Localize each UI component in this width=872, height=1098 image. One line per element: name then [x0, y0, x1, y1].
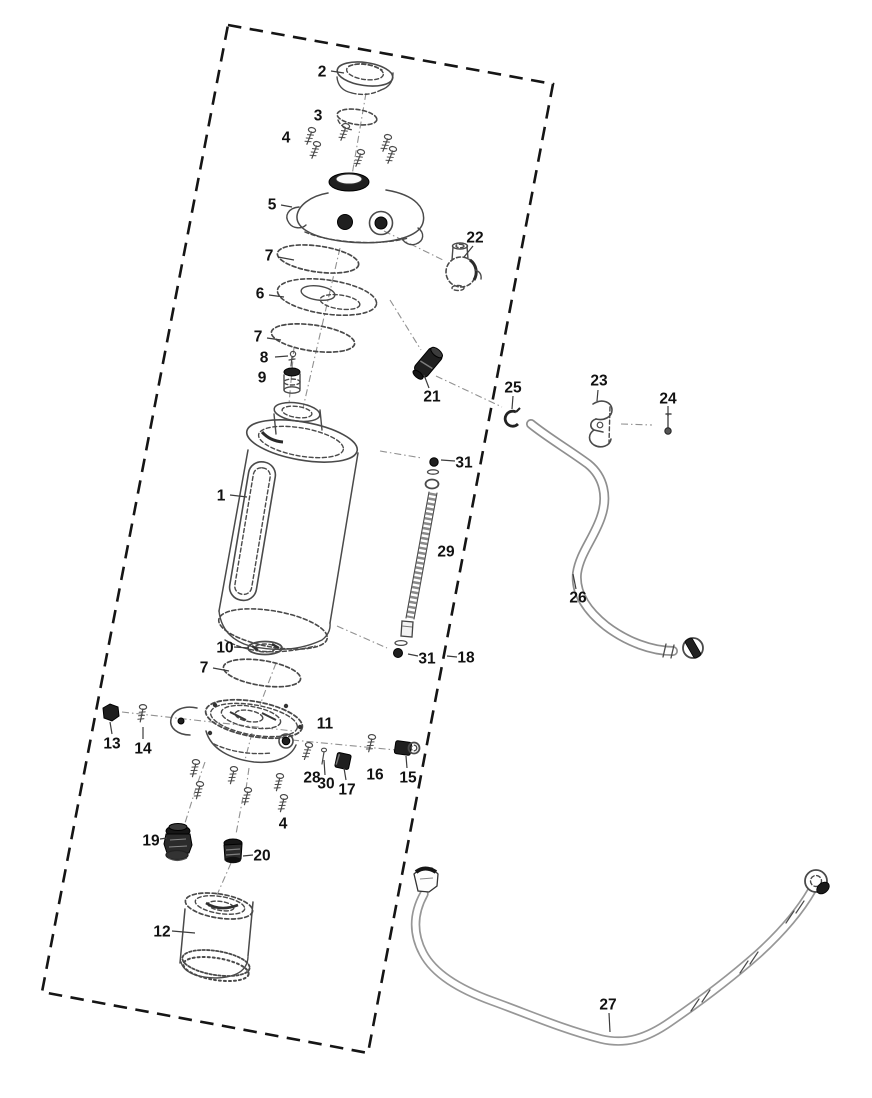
part-7-oring-lower	[222, 658, 302, 688]
part-label-3: 3	[314, 108, 323, 125]
part-leader-7	[277, 256, 295, 261]
part-leader-30	[323, 759, 326, 776]
part-7-oring-middle	[270, 323, 356, 353]
part-label-19: 19	[142, 833, 160, 850]
part-label-20: 20	[253, 848, 270, 865]
part-5-tank-cover-housing	[286, 172, 425, 246]
part-8-pin	[288, 350, 297, 367]
part-leader-26	[572, 573, 577, 590]
part-label-28: 28	[303, 770, 321, 787]
part-12-oil-filter	[179, 892, 254, 983]
part-leader-2	[330, 70, 345, 74]
part-label-1: 1	[217, 488, 226, 505]
part-23-clamp-bracket	[588, 400, 613, 448]
part-label-11: 11	[317, 716, 334, 733]
part-leader-8	[274, 355, 289, 358]
part-leader-31	[407, 653, 419, 657]
part-leader-18	[446, 655, 458, 658]
boundary-dashed-border	[40, 23, 555, 1055]
part-label-25: 25	[504, 380, 522, 397]
part-24-bolt	[664, 413, 672, 435]
part-label-15: 15	[399, 770, 417, 787]
part-label-31: 31	[455, 455, 473, 472]
part-label-4: 4	[282, 130, 291, 147]
part-leader-27	[608, 1012, 611, 1033]
part-label-22: 22	[466, 230, 483, 247]
part-label-7: 7	[200, 660, 209, 677]
part-label-27: 27	[599, 997, 616, 1014]
part-31-bolt-bottom	[393, 648, 403, 658]
part-3-gasket-ring	[336, 108, 378, 131]
part-6-separator-plate	[276, 277, 378, 317]
part-1-oil-tank	[217, 401, 359, 653]
part-label-29: 29	[437, 544, 455, 561]
part-label-17: 17	[338, 782, 355, 799]
part-19-drain-fitting	[163, 823, 193, 862]
part-label-5: 5	[268, 197, 277, 214]
part-label-10: 10	[216, 640, 233, 657]
part-leader-25	[511, 395, 514, 410]
part-leader-13	[109, 721, 113, 735]
part-leader-15	[405, 755, 408, 769]
part-28-screw	[301, 741, 314, 761]
part-2-filler-cap	[336, 61, 394, 96]
part-leader-7	[212, 667, 230, 672]
part-label-18: 18	[457, 650, 475, 667]
part-label-6: 6	[256, 286, 265, 303]
part-9-fitting	[283, 367, 301, 394]
part-label-7: 7	[265, 248, 274, 265]
part-leader-20	[242, 854, 254, 857]
part-label-26: 26	[569, 590, 587, 607]
part-11-bottom-cover	[170, 698, 304, 764]
part-22-valve-sensor	[445, 242, 482, 292]
part-label-8: 8	[260, 350, 269, 367]
part-20-fitting	[223, 838, 243, 864]
part-label-31: 31	[418, 651, 436, 668]
part-label-21: 21	[423, 389, 441, 406]
part-16-screw	[365, 733, 377, 753]
part-21-hose-fitting	[412, 346, 443, 380]
part-29-breather-tube	[393, 457, 440, 658]
part-14-screw	[137, 703, 148, 723]
part-15-plug	[393, 740, 421, 756]
part-7-oring-upper	[276, 244, 360, 274]
part-leader-19	[159, 837, 168, 840]
part-4-cover-screws-bottom	[189, 758, 289, 813]
part-leader-1	[229, 494, 248, 498]
part-25-hose-clip	[503, 407, 521, 428]
part-label-14: 14	[134, 741, 152, 758]
part-label-16: 16	[366, 767, 384, 784]
part-label-9: 9	[258, 370, 267, 387]
part-13-nut	[102, 703, 120, 722]
part-label-23: 23	[590, 373, 608, 390]
part-leader-12	[171, 930, 196, 934]
part-label-2: 2	[318, 64, 327, 81]
part-leader-22	[463, 245, 474, 258]
part-leader-21	[423, 374, 430, 389]
part-label-12: 12	[153, 924, 170, 941]
part-30-pin	[320, 747, 328, 765]
assembly-center-lines	[121, 92, 653, 896]
part-label-30: 30	[317, 776, 334, 793]
part-label-13: 13	[103, 736, 121, 753]
part-27-oil-hose-long	[410, 866, 830, 1046]
part-leader-10	[233, 646, 250, 649]
part-label-4: 4	[279, 816, 288, 833]
part-leader-7	[266, 337, 282, 341]
part-label-24: 24	[659, 391, 677, 408]
part-26-oil-hose	[526, 419, 704, 659]
part-leader-31	[440, 459, 456, 462]
part-leader-23	[596, 389, 599, 402]
part-leader-17	[343, 767, 347, 781]
part-leader-6	[268, 294, 285, 298]
part-label-7: 7	[254, 329, 263, 346]
part-leader-5	[280, 204, 293, 208]
part-31-bolt-top	[429, 457, 439, 467]
part-17-plug	[334, 752, 352, 770]
